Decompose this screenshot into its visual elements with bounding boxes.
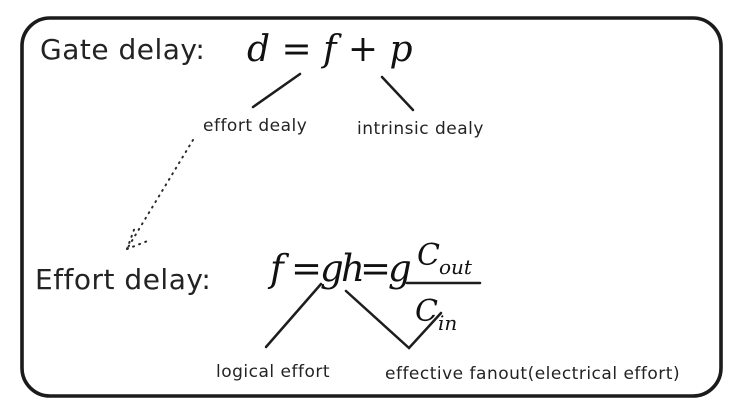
effort-delay-title: Effort delay: [35,263,211,296]
formula-c-out: C [417,238,440,273]
formula-c-in: C [415,294,438,329]
logical-effort-label: logical effort [216,362,330,382]
effective-fanout-label: effective fanout(electrical effort) [385,364,680,384]
effort-delay-formula: f = g h = g C out C in [267,238,482,335]
logical-effort-pointer-line [264,282,323,349]
formula-h: h [341,247,365,290]
diagram-frame [20,16,723,398]
gate-delay-formula: d = f + p [247,29,413,70]
formula-c-in-subscript: in [438,311,457,335]
intrinsic-dealy-label: intrinsic dealy [357,119,484,139]
formula-g-2: g [388,247,412,290]
dotted-arrowhead-wing-2 [126,239,151,250]
formula-equals-1: = [291,247,322,290]
gate-delay-title: Gate delay: [40,33,205,66]
effort-pointer-line [251,72,302,109]
intrinsic-pointer-line [380,75,415,112]
effort-dealy-label: effort dealy [203,116,307,136]
formula-equals-2: = [360,247,391,290]
formula-g-1: g [320,247,344,290]
dotted-arrow-shaft [126,139,194,250]
dotted-arrowhead-wing-1 [126,226,136,250]
fanout-pointer-line [344,289,443,350]
formula-f: f [267,247,290,290]
dotted-arrow [126,139,194,250]
formula-c-out-subscript: out [439,255,473,279]
